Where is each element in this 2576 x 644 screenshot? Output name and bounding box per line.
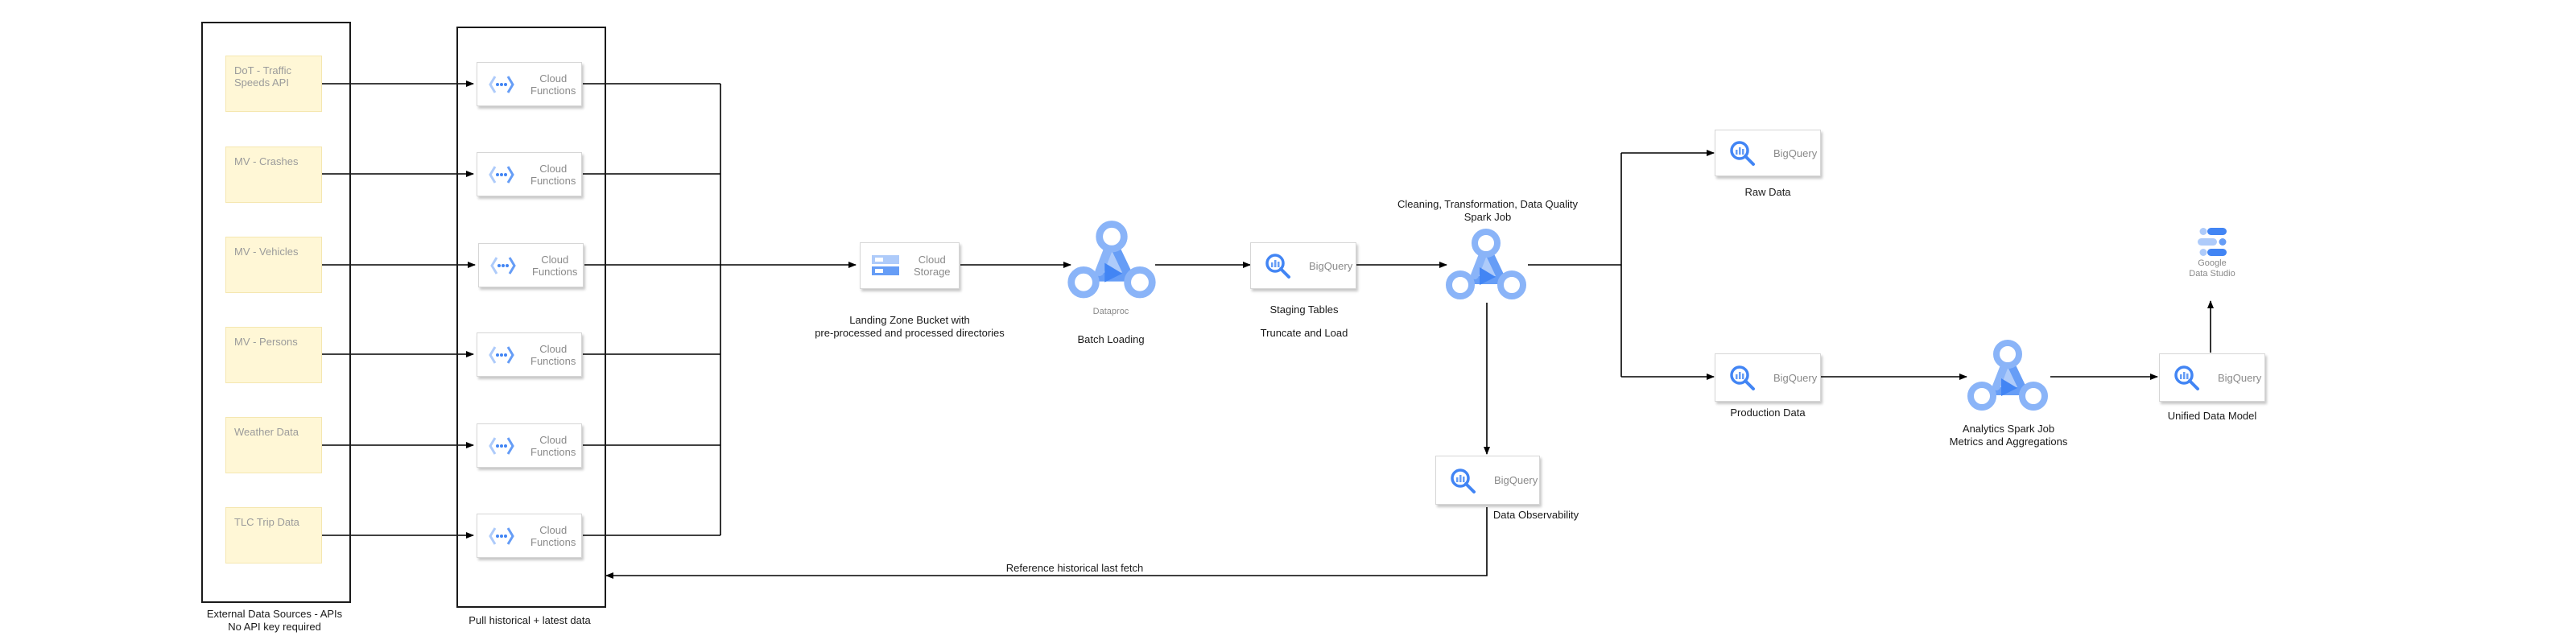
unified-model-caption: Unified Data Model — [2167, 410, 2257, 422]
bigquery-production-card[interactable]: BigQuery — [1715, 353, 1821, 402]
feedback-caption: Reference historical last fetch — [1005, 562, 1144, 574]
bigquery-raw-card[interactable]: BigQuery — [1715, 130, 1821, 176]
cloud-functions-caption: Pull historical + latest data — [469, 614, 591, 626]
cloud-functions-icon — [489, 436, 514, 455]
data-studio-label: Google Data Studio — [2189, 258, 2235, 279]
production-data-caption: Production Data — [1730, 407, 1806, 419]
cloud-storage-icon — [872, 255, 899, 275]
bigquery-staging-card[interactable]: BigQuery — [1250, 242, 1356, 289]
source-weather-data[interactable]: Weather Data — [225, 417, 322, 473]
cloud-functions-icon — [489, 526, 514, 545]
cloud-functions-icon — [489, 75, 514, 93]
storage-caption: Landing Zone Bucket with pre-processed a… — [815, 314, 1005, 339]
arrow-feedback-to-functions — [605, 507, 1488, 579]
external-sources-caption: External Data Sources - APIs No API key … — [206, 608, 343, 633]
bigquery-unified-card[interactable]: BigQuery — [2159, 353, 2265, 402]
dataproc-analytics-icon[interactable] — [1964, 338, 2051, 417]
cleaning-caption: Cleaning, Transformation, Data Quality S… — [1397, 198, 1578, 223]
cloud-functions-container — [456, 27, 606, 608]
dataproc-batch-icon[interactable] — [1064, 219, 1159, 306]
data-studio-icon[interactable] — [2196, 228, 2228, 260]
source-mv-crashes[interactable]: MV - Crashes — [225, 147, 322, 203]
dataproc-product-label: Dataproc — [1092, 307, 1129, 316]
source-mv-persons[interactable]: MV - Persons — [225, 327, 322, 383]
bigquery-observability-card[interactable]: BigQuery — [1435, 456, 1540, 505]
source-dot-traffic[interactable]: DoT - Traffic Speeds API — [225, 56, 322, 112]
cloud-functions-icon — [489, 345, 514, 364]
external-sources-container — [201, 22, 351, 603]
truncate-load-caption: Truncate and Load — [1260, 327, 1348, 339]
bigquery-icon — [1730, 365, 1755, 390]
bigquery-icon — [1730, 141, 1755, 166]
bigquery-icon — [2174, 365, 2199, 390]
batch-loading-caption: Batch Loading — [1077, 333, 1145, 345]
source-tlc-trip-data[interactable]: TLC Trip Data — [225, 507, 322, 564]
cloud-functions-icon — [489, 165, 514, 184]
analytics-caption: Analytics Spark Job Metrics and Aggregat… — [1949, 423, 2068, 448]
dataproc-cleaning-icon[interactable] — [1443, 227, 1530, 306]
bigquery-icon — [1265, 254, 1290, 279]
cloud-functions-icon — [490, 256, 516, 275]
source-mv-vehicles[interactable]: MV - Vehicles — [225, 237, 322, 293]
bigquery-icon — [1451, 468, 1476, 493]
observability-caption: Data Observability — [1492, 509, 1579, 521]
raw-data-caption: Raw Data — [1744, 186, 1791, 198]
staging-tables-caption: Staging Tables — [1269, 303, 1339, 316]
cloud-storage-card[interactable]: Cloud Storage — [860, 242, 960, 289]
